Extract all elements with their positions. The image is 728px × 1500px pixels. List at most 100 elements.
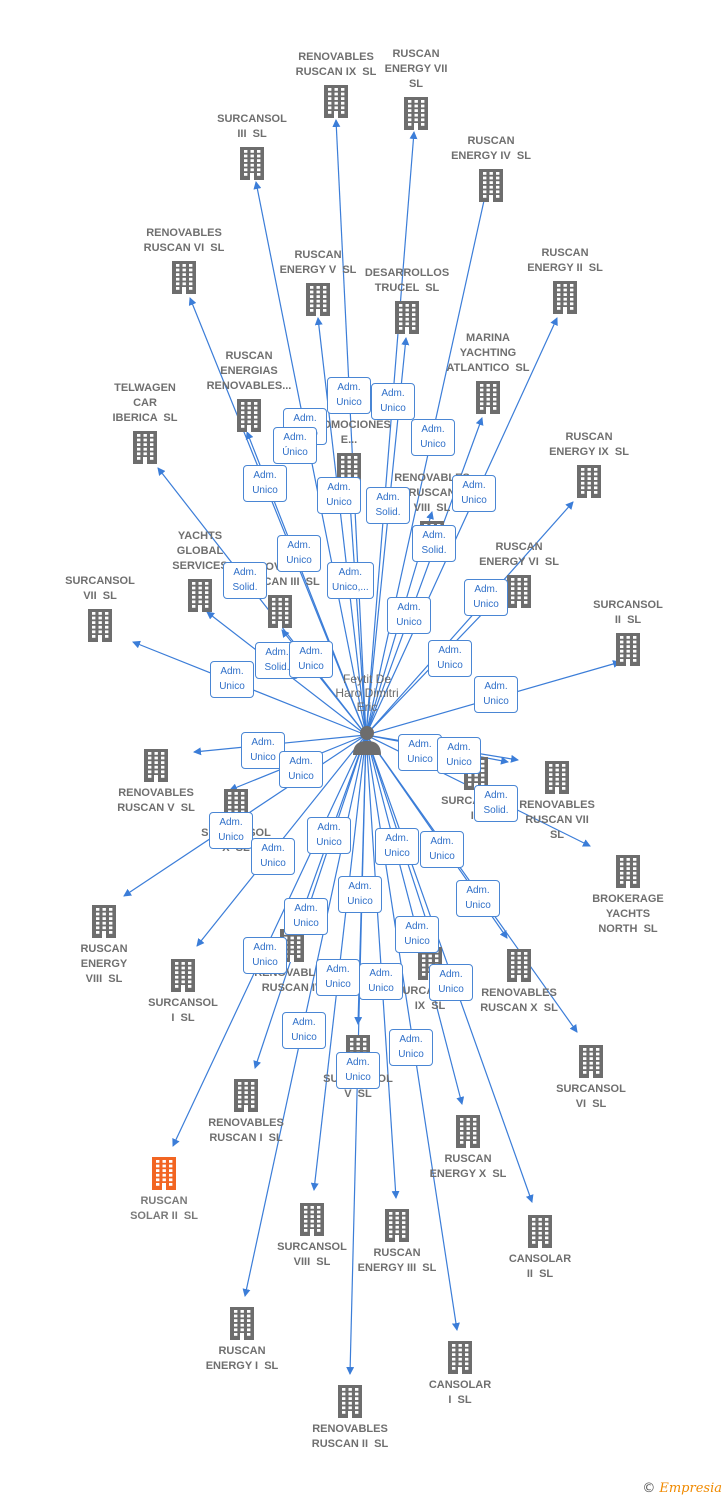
company-node[interactable]: RENOVABLES RUSCAN VII SL	[497, 760, 617, 843]
company-node[interactable]: RUSCAN ENERGY I SL	[182, 1306, 302, 1374]
building-icon	[338, 1385, 362, 1418]
company-node[interactable]: RUSCAN ENERGY IX SL	[529, 430, 649, 498]
company-label: RUSCAN ENERGY IV SL	[451, 135, 531, 162]
role-label[interactable]: Adm. Unico	[282, 1012, 326, 1049]
role-label[interactable]: Adm. Unico	[327, 377, 371, 414]
role-label[interactable]: Adm. Unico	[429, 964, 473, 1001]
building-icon	[237, 399, 261, 432]
company-node[interactable]: RUSCAN ENERGIAS RENOVABLES...	[189, 349, 309, 432]
company-node[interactable]: RUSCAN ENERGY IV SL	[431, 134, 551, 202]
company-label: RUSCAN ENERGY VIII SL	[80, 943, 128, 985]
company-node[interactable]: MARINA YACHTING ATLANTICO SL	[428, 331, 548, 414]
role-label[interactable]: Adm. Solid.	[474, 785, 518, 822]
building-icon	[171, 959, 195, 992]
role-label[interactable]: Adm. Unico	[338, 876, 382, 913]
role-label[interactable]: Adm. Unico	[209, 812, 253, 849]
role-label[interactable]: Adm. Unico	[428, 640, 472, 677]
company-node[interactable]: RENOVABLES RUSCAN V SL	[96, 748, 216, 816]
role-label[interactable]: Adm. Unico	[464, 579, 508, 616]
edge-line	[365, 417, 484, 736]
role-label[interactable]: Adm. Unico	[210, 661, 254, 698]
company-node[interactable]: RENOVABLES RUSCAN X SL	[459, 948, 579, 1016]
building-icon	[545, 761, 569, 794]
role-label[interactable]: Adm. Unico	[395, 916, 439, 953]
company-node[interactable]: RENOVABLES RUSCAN I SL	[186, 1078, 306, 1146]
building-icon	[553, 281, 577, 314]
person-name: Feytit De Haro Dimitri Eric	[335, 672, 399, 714]
company-node[interactable]: TELWAGEN CAR IBERICA SL	[85, 381, 205, 464]
role-label[interactable]: Adm. Unico	[284, 898, 328, 935]
role-label[interactable]: Adm. Unico	[420, 831, 464, 868]
role-label[interactable]: Adm. Unico	[307, 817, 351, 854]
company-node[interactable]: SURCANSOL VI SL	[531, 1044, 651, 1112]
role-label[interactable]: Adm. Unico	[336, 1052, 380, 1089]
company-node[interactable]: DESARROLLOS TRUCEL SL	[347, 266, 467, 334]
company-label: TELWAGEN CAR IBERICA SL	[112, 382, 178, 424]
role-label[interactable]: Adm. Unico	[241, 732, 285, 769]
role-label[interactable]: Adm. Único	[273, 427, 317, 464]
company-label: RUSCAN SOLAR II SL	[130, 1195, 198, 1222]
person-node[interactable]: Feytit De Haro Dimitri Eric	[322, 672, 412, 761]
company-node[interactable]: SURCANSOL II SL	[568, 598, 688, 666]
role-label[interactable]: Adm. Solid.	[366, 487, 410, 524]
company-label: CANSOLAR II SL	[508, 1253, 572, 1280]
company-node[interactable]: SURCANSOL VIII SL	[252, 1202, 372, 1270]
building-icon	[404, 97, 428, 130]
role-label[interactable]: Adm. Unico	[411, 419, 455, 456]
company-label: RUSCAN ENERGIAS RENOVABLES...	[206, 350, 292, 392]
role-label[interactable]: Adm. Unico	[359, 963, 403, 1000]
building-icon	[528, 1215, 552, 1248]
role-label[interactable]: Adm. Unico	[251, 838, 295, 875]
company-node[interactable]: RENOVABLES RUSCAN IX SL	[276, 50, 396, 118]
role-label[interactable]: Adm. Unico	[474, 676, 518, 713]
role-label[interactable]: Adm. Unico	[387, 597, 431, 634]
role-label[interactable]: Adm. Unico	[243, 937, 287, 974]
company-node[interactable]: RUSCAN ENERGY II SL	[505, 246, 625, 314]
company-node[interactable]: SURCANSOL VII SL	[40, 574, 160, 642]
role-label[interactable]: Adm. Unico	[437, 737, 481, 774]
edge-line	[188, 297, 367, 736]
role-label[interactable]: Adm. Unico	[277, 535, 321, 572]
company-label: RUSCAN ENERGY IX SL	[549, 431, 629, 458]
building-icon	[448, 1341, 472, 1374]
company-node[interactable]: BROKERAGE YACHTS NORTH SL	[568, 854, 688, 937]
brand-name: Empresia	[659, 1481, 722, 1496]
company-node[interactable]: CANSOLAR I SL	[400, 1340, 520, 1408]
brand-footer[interactable]: ©Empresia	[642, 1481, 722, 1496]
company-node[interactable]: RUSCAN ENERGY X SL	[408, 1114, 528, 1182]
company-label: RUSCAN ENERGY I SL	[205, 1345, 279, 1372]
company-node[interactable]: RUSCAN SOLAR II SL	[104, 1156, 224, 1224]
company-node[interactable]: SURCANSOL I SL	[123, 958, 243, 1026]
company-node[interactable]: YACHTS GLOBAL SERVICES	[140, 529, 260, 612]
role-label[interactable]: Adm. Solid.	[223, 562, 267, 599]
role-label[interactable]: Adm. Unico	[456, 880, 500, 917]
building-icon	[476, 381, 500, 414]
company-node[interactable]: RUSCAN ENERGY VII SL	[356, 47, 476, 130]
role-label[interactable]: Adm. Unico	[452, 475, 496, 512]
role-label[interactable]: Adm. Unico	[375, 828, 419, 865]
company-node[interactable]: RENOVABLES RUSCAN II SL	[290, 1384, 410, 1452]
role-label[interactable]: Adm. Unico	[279, 751, 323, 788]
role-label[interactable]: Adm. Unico	[243, 465, 287, 502]
building-icon	[152, 1157, 176, 1190]
role-label[interactable]: Adm. Unico	[289, 641, 333, 678]
role-label[interactable]: Adm. Solid.	[412, 525, 456, 562]
edge-line	[365, 501, 574, 736]
role-label[interactable]: Adm. Unico,...	[327, 562, 374, 599]
building-icon	[133, 431, 157, 464]
company-node[interactable]: RUSCAN ENERGY III SL	[337, 1208, 457, 1276]
company-node[interactable]: RUSCAN ENERGY VIII SL	[44, 904, 164, 987]
company-node[interactable]: CANSOLAR II SL	[480, 1214, 600, 1282]
role-label[interactable]: Adm. Unico	[316, 959, 360, 996]
building-icon	[579, 1045, 603, 1078]
role-label[interactable]: Adm. Unico	[317, 477, 361, 514]
building-icon	[507, 575, 531, 608]
role-label[interactable]: Adm. Unico	[371, 383, 415, 420]
company-node[interactable]: RUSCAN ENERGY VI SL	[459, 540, 579, 608]
company-node[interactable]: RENOVABLES RUSCAN VI SL	[124, 226, 244, 294]
company-node[interactable]: SURCANSOL III SL	[192, 112, 312, 180]
role-label[interactable]: Adm. Unico	[398, 734, 442, 771]
building-icon	[306, 283, 330, 316]
company-node[interactable]: RUSCAN ENERGY V SL	[258, 248, 378, 316]
role-label[interactable]: Adm. Unico	[389, 1029, 433, 1066]
